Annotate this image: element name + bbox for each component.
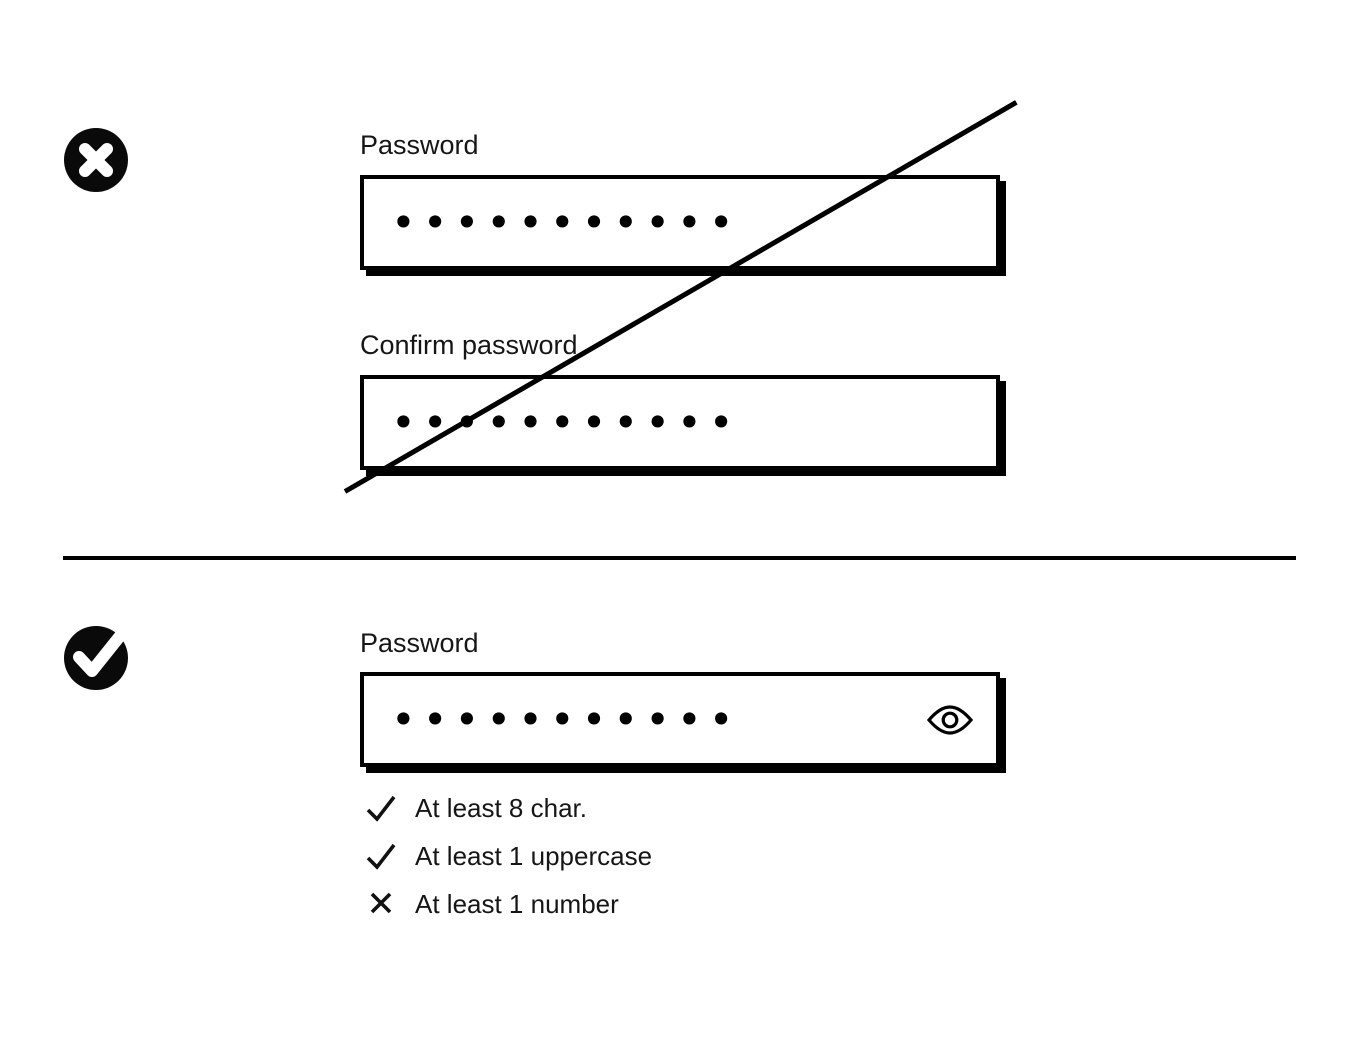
- requirement-row: At least 8 char.: [364, 788, 587, 828]
- password-label: Password: [360, 628, 479, 658]
- check-icon: [364, 839, 398, 873]
- x-circle-icon: [64, 128, 128, 192]
- requirement-label: At least 1 uppercase: [415, 841, 653, 871]
- requirement-label: At least 8 char.: [415, 793, 587, 823]
- check-icon: [364, 791, 398, 825]
- x-icon: [364, 887, 398, 921]
- masked-password-value: •••••••••••: [391, 197, 741, 247]
- requirement-row: At least 1 number: [364, 884, 619, 924]
- masked-password-value: •••••••••••: [391, 694, 741, 744]
- requirement-row: At least 1 uppercase: [364, 836, 652, 876]
- section-divider: [63, 556, 1296, 560]
- eye-icon[interactable]: [926, 703, 974, 737]
- password-input[interactable]: •••••••••••: [360, 672, 1000, 767]
- requirement-label: At least 1 number: [415, 889, 619, 919]
- password-input[interactable]: •••••••••••: [360, 175, 1000, 270]
- confirm-password-label: Confirm password: [360, 330, 578, 360]
- confirm-password-input[interactable]: •••••••••••: [360, 375, 1000, 470]
- password-label: Password: [360, 130, 479, 160]
- check-circle-icon: [64, 626, 128, 690]
- masked-confirm-password-value: •••••••••••: [391, 397, 741, 447]
